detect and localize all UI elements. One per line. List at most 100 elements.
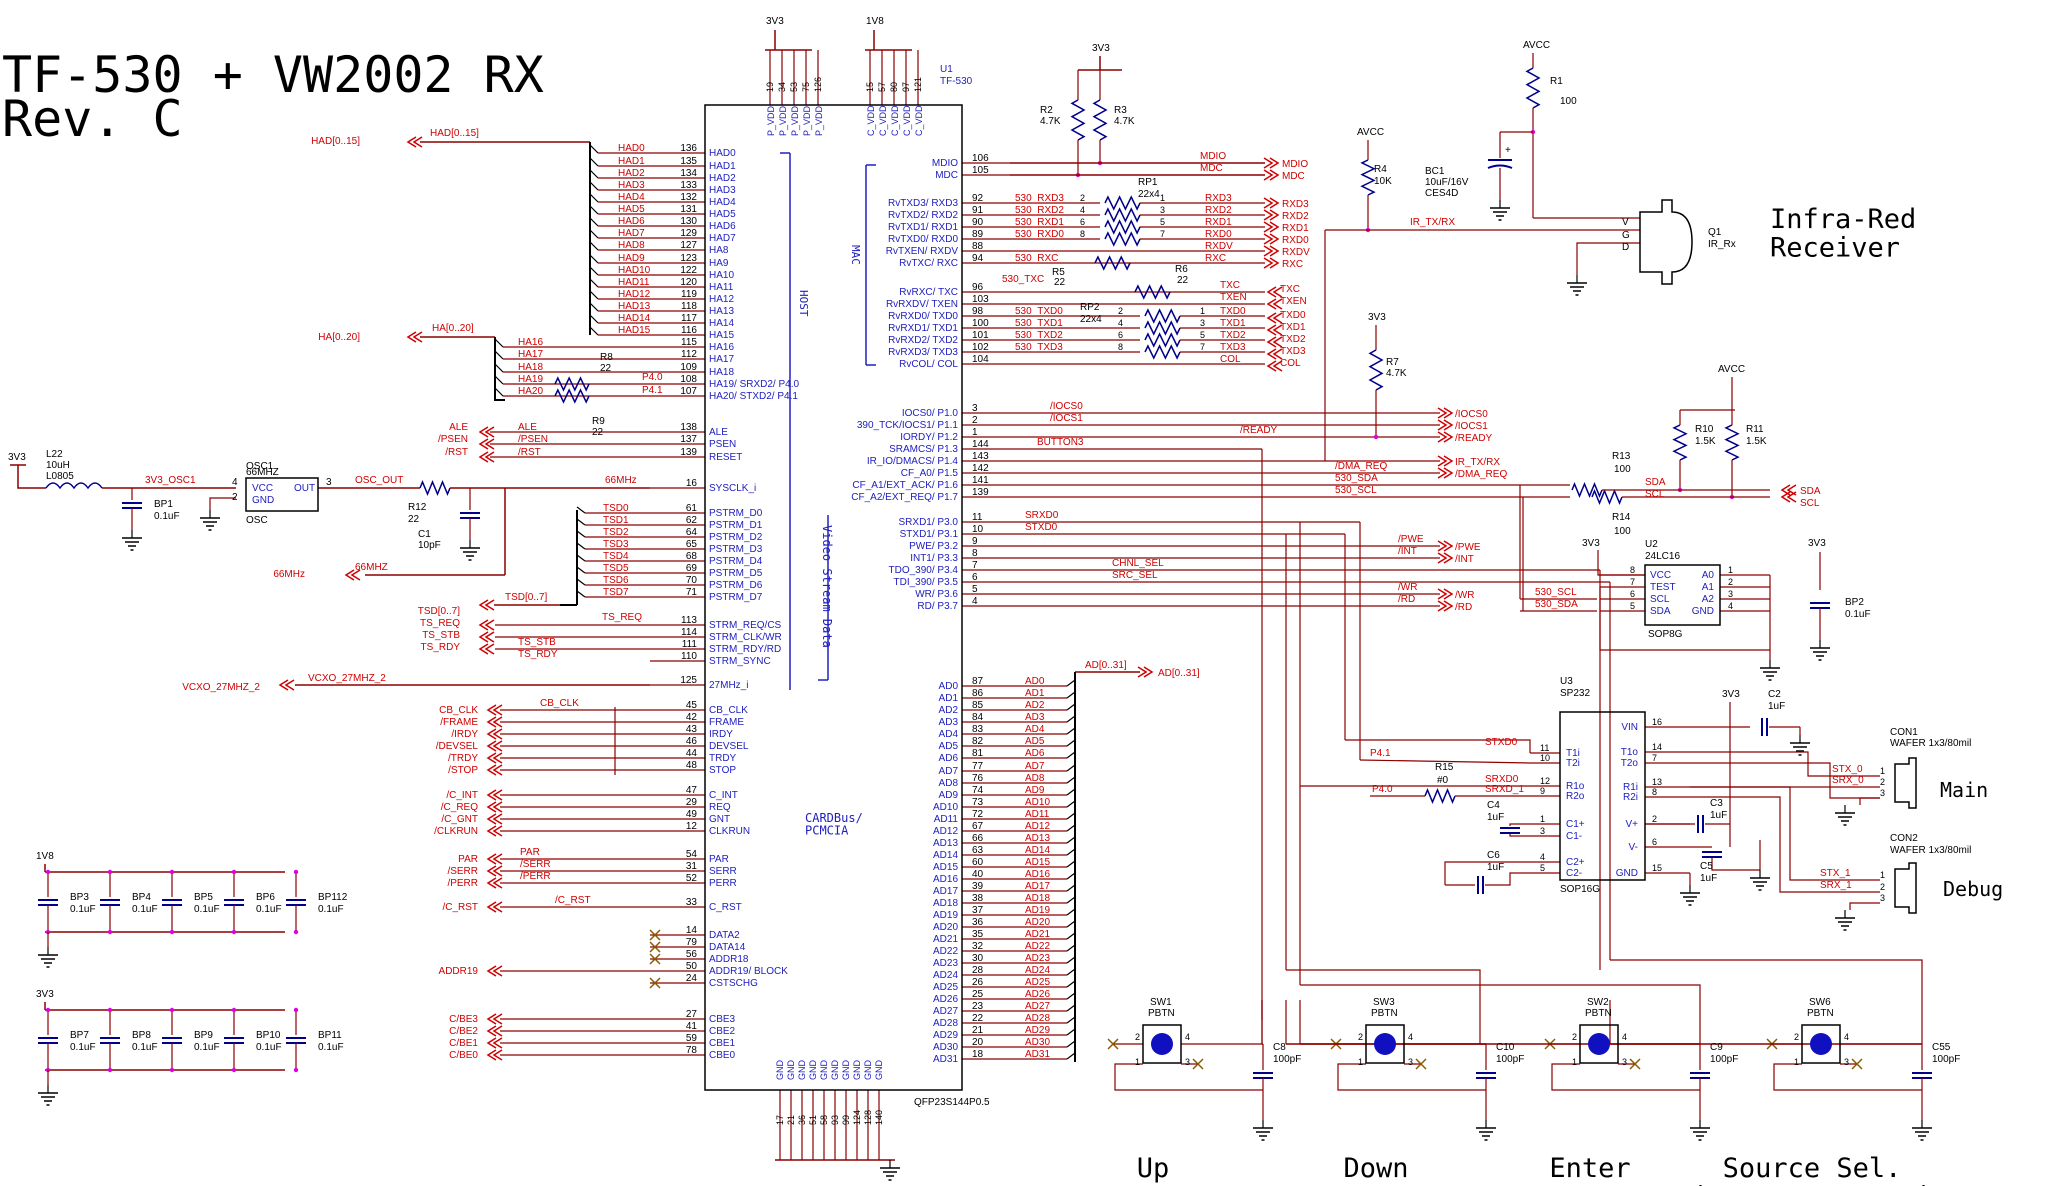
- bc1-ref: BC1: [1425, 166, 1445, 177]
- pin-number: 110: [681, 651, 697, 662]
- bus-entry: [576, 506, 586, 514]
- pin-number: 52: [686, 873, 698, 884]
- srxd0-label: SRXD0: [1025, 510, 1059, 521]
- bypass-val: 0.1uF: [194, 1042, 220, 1053]
- pin-number: 122: [680, 265, 697, 276]
- offpage-arrow: [1437, 552, 1448, 564]
- had-net-label: HAD13: [618, 301, 651, 312]
- pin-number: 46: [686, 736, 698, 747]
- r11-val: 1.5K: [1746, 436, 1767, 447]
- pin-name: HAD6: [709, 221, 736, 232]
- bypass-ref: BP9: [194, 1030, 213, 1041]
- pin-number: 102: [972, 342, 989, 353]
- switch-cap-ref: C9: [1710, 1042, 1723, 1053]
- rail-3v3-u2: 3V3: [1582, 538, 1600, 549]
- resistor-zigzag: [1144, 344, 1181, 360]
- c4-ref: C4: [1487, 800, 1500, 811]
- bc1-plate: [1487, 164, 1513, 169]
- label-line: Source Sel.: [1723, 1153, 1902, 1184]
- pin-number: 42: [686, 712, 698, 723]
- txd-right-label: TXD0: [1220, 306, 1246, 317]
- offpage-arrow: [1437, 467, 1448, 479]
- pin-number: 86: [972, 688, 984, 699]
- pin-number: 45: [686, 700, 698, 711]
- ad-net-label: AD15: [1025, 857, 1050, 868]
- offpage-arrow: [1272, 336, 1283, 348]
- bus-entry: [1066, 992, 1076, 1000]
- had-net-label: HAD5: [618, 204, 645, 215]
- pin-number: 1: [1880, 766, 1885, 776]
- rail-3v3-bp2: 3V3: [1808, 538, 1826, 549]
- pin-number: 4: [1540, 852, 1545, 862]
- pin-name: STRM_REQ/CS: [709, 620, 782, 631]
- offpage-arrow: [484, 438, 495, 450]
- pin-name: RvRXD2/ TXD2: [888, 335, 958, 346]
- pin-name: CBE0: [709, 1050, 736, 1061]
- pin-number: 108: [680, 374, 697, 385]
- pin-name: TDO_390/ P3.4: [889, 565, 959, 576]
- resistor-zigzag: [1144, 332, 1181, 348]
- pin-number: 1: [1728, 565, 1733, 575]
- ad-net-label: AD23: [1025, 953, 1050, 964]
- offpage-arrow: [486, 1013, 497, 1025]
- pin-number: 71: [686, 587, 698, 598]
- offpage-arrow: [1272, 312, 1283, 324]
- pin-name: GND: [830, 1060, 840, 1081]
- c4-val: 1uF: [1487, 812, 1504, 823]
- u3-p40-label: P4.0: [1372, 784, 1393, 795]
- pin-number: 3: [1880, 788, 1885, 798]
- offpage-arrow: [1266, 298, 1277, 310]
- offpage-arrow: [486, 865, 497, 877]
- 530scl-label: 530_SCL: [1335, 485, 1377, 496]
- bus-entry: [576, 578, 586, 586]
- wire: [1690, 786, 1880, 881]
- u1-package: QFP23S144P0.5: [914, 1097, 990, 1108]
- pin-name: GND: [819, 1060, 829, 1081]
- u2-pin-name: A2: [1702, 594, 1715, 605]
- pin-name: GND: [786, 1060, 796, 1081]
- ad-net-label: AD20: [1025, 917, 1050, 928]
- osc-net-label: 3V3_OSC1: [145, 475, 196, 486]
- wire: [1359, 759, 1531, 764]
- offpage-arrow: [492, 789, 503, 801]
- pin-name: AD18: [933, 898, 958, 909]
- pin-name: AD8: [939, 778, 959, 789]
- offpage-arrow: [484, 643, 495, 655]
- pin-number: 59: [686, 1033, 698, 1044]
- u2-part: 24LC16: [1645, 551, 1680, 562]
- pin-number: 2: [1728, 577, 1733, 587]
- switch-cap-ref: C10: [1496, 1042, 1515, 1053]
- u3-pin-name: R2i: [1623, 792, 1638, 803]
- label-line: CARDBus/: [805, 811, 863, 825]
- wire: [1485, 872, 1530, 886]
- bus-entry: [576, 530, 586, 538]
- offpage-arrow: [484, 631, 495, 643]
- con1-ref: CON1: [1890, 727, 1918, 738]
- ts-rdy-label: TS_RDY: [518, 649, 558, 660]
- c2-val: 1uF: [1768, 701, 1785, 712]
- pin-name: RvTXD0/ RXD0: [888, 234, 958, 245]
- pin-number: 77: [972, 761, 984, 772]
- pin-number: 72: [972, 809, 984, 820]
- pin-name: RvTXD1/ RXD1: [888, 222, 958, 233]
- pushbutton-cap: [1374, 1033, 1396, 1055]
- offpage-arrow: [1263, 257, 1274, 269]
- pin-name: C_VDD: [902, 105, 912, 136]
- osc1-out: OUT: [294, 483, 315, 494]
- bypass-ref: BP112: [318, 892, 348, 903]
- pin-name: AD31: [933, 1054, 958, 1065]
- sda-offpage: SDA: [1800, 486, 1821, 497]
- u2-body: [1644, 564, 1721, 626]
- pin-number: 54: [686, 849, 698, 860]
- bus-entry: [589, 302, 599, 312]
- pin-number: 18: [972, 1049, 984, 1060]
- pin-number: 8: [1118, 342, 1123, 352]
- wire: [1576, 242, 1640, 275]
- pin-number: 115: [681, 337, 697, 348]
- u3-pin-name: T2o: [1621, 758, 1639, 769]
- bus-entry: [576, 554, 586, 562]
- had-net-label: HAD0: [618, 143, 645, 154]
- ad-net-label: AD3: [1025, 712, 1045, 723]
- label-line: Infra-Red: [1770, 204, 1916, 235]
- offpage-arrow: [1780, 491, 1791, 503]
